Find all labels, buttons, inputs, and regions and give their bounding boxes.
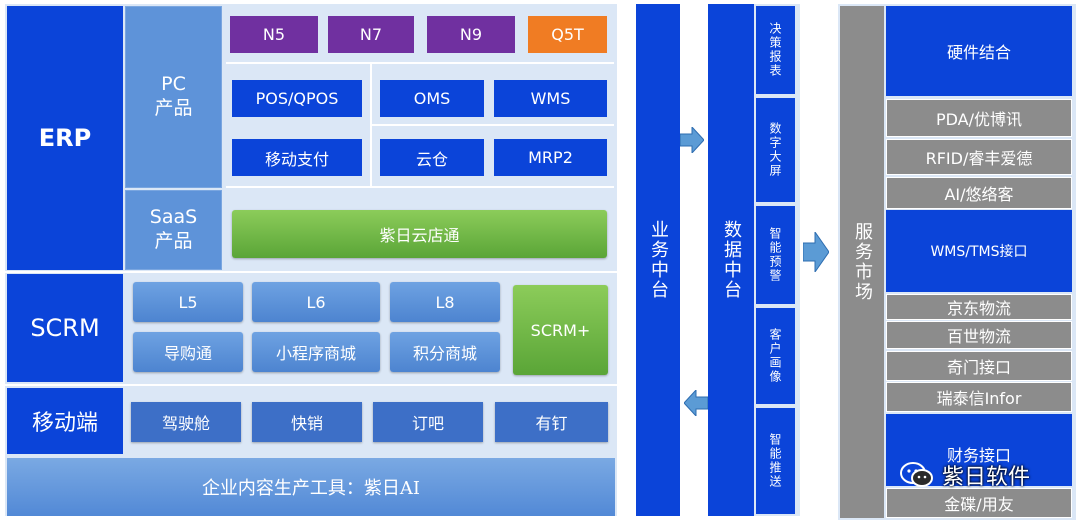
scrm-label: SCRM — [7, 274, 123, 382]
wms-box: WMS — [494, 80, 607, 117]
scrm-guide: 导购通 — [133, 332, 243, 372]
erp-label-text: ERP — [38, 124, 92, 152]
arrow-right-icon — [680, 127, 704, 153]
divider-v-1 — [370, 64, 372, 186]
scrm-plus-box: SCRM+ — [513, 285, 608, 375]
mrp2-box: MRP2 — [494, 139, 607, 176]
saas-product-text: SaaS 产品 — [149, 206, 198, 252]
pos-qpos-box: POS/QPOS — [232, 80, 362, 117]
data-item-decision-report: 决策报表 — [756, 6, 795, 94]
cloud-warehouse-box: 云仓 — [380, 139, 484, 176]
service-market: 服务市场 — [840, 6, 884, 518]
scrm-l6: L6 — [252, 282, 380, 322]
saas-product-label: SaaS 产品 — [125, 190, 222, 270]
pc-product-label: PC 产品 — [125, 6, 222, 188]
divider-h-1 — [226, 62, 614, 64]
watermark-text: 紫日软件 — [942, 465, 1031, 490]
data-platform-text: 数据中台 — [721, 220, 742, 300]
data-platform: 数据中台 — [708, 4, 754, 516]
oms-box: OMS — [380, 80, 484, 117]
mobile-cockpit: 驾驶舱 — [131, 402, 241, 442]
hardware-n5: N5 — [230, 16, 318, 53]
erp-label: ERP — [7, 6, 123, 270]
service-qimen: 奇门接口 — [886, 351, 1072, 381]
watermark: 紫日软件 — [900, 458, 1070, 492]
service-market-text: 服务市场 — [852, 222, 873, 302]
hardware-q5t: Q5T — [528, 16, 607, 53]
divider-h-scrm-mobile — [5, 384, 617, 386]
data-item-smart-alert: 智能预警 — [756, 206, 795, 304]
service-kingdee: 金碟/用友 — [886, 488, 1072, 518]
mobile-fast-sales: 快销 — [252, 402, 362, 442]
service-wms-tms: WMS/TMS接口 — [886, 210, 1072, 292]
business-platform-text: 业务中台 — [648, 220, 669, 300]
mobile-label-text: 移动端 — [31, 411, 98, 436]
scrm-l8: L8 — [390, 282, 500, 322]
pc-product-text: PC 产品 — [154, 73, 193, 119]
scrm-points-mall: 积分商城 — [390, 332, 500, 372]
divider-h-3 — [226, 186, 614, 188]
mobile-pay-box: 移动支付 — [232, 139, 362, 176]
arrow-right-icon-2 — [803, 232, 829, 272]
service-best: 百世物流 — [886, 321, 1072, 349]
data-item-digital-screen: 数字大屏 — [756, 98, 795, 202]
wechat-icon — [900, 462, 933, 487]
data-item-customer-profile: 客户画像 — [756, 308, 795, 404]
scrm-label-text: SCRM — [30, 314, 100, 342]
service-rfid: RFID/睿丰爱德 — [886, 139, 1072, 175]
mobile-youding: 有钉 — [495, 402, 608, 442]
divider-h-2 — [372, 124, 614, 126]
scrm-mini-mall: 小程序商城 — [252, 332, 380, 372]
mobile-dingba: 订吧 — [373, 402, 483, 442]
mobile-label: 移动端 — [7, 388, 123, 454]
service-hardware: 硬件结合 — [886, 6, 1072, 96]
service-ai: AI/悠络客 — [886, 177, 1072, 209]
arrow-left-icon — [684, 390, 708, 416]
ai-tool-bar: 企业内容生产工具：紫日AI — [7, 458, 615, 516]
business-platform: 业务中台 — [636, 4, 680, 516]
service-infor: 瑞泰信Infor — [886, 382, 1072, 412]
ai-tool-text: 企业内容生产工具：紫日AI — [201, 478, 421, 499]
service-jd: 京东物流 — [886, 294, 1072, 320]
data-item-smart-push: 智能推送 — [756, 408, 795, 514]
scrm-l5: L5 — [133, 282, 243, 322]
service-pda: PDA/优博讯 — [886, 99, 1072, 137]
hardware-n7: N7 — [328, 16, 414, 53]
cloud-store-box: 紫日云店通 — [232, 210, 607, 258]
divider-h-erp-scrm — [5, 271, 617, 273]
hardware-n9: N9 — [427, 16, 515, 53]
